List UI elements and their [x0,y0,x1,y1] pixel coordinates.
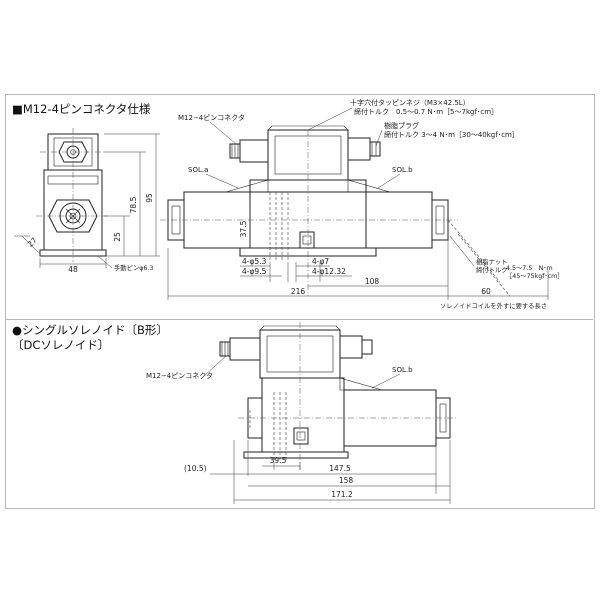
dim-4-phi-12-32: 4-φ12.32 [312,267,346,276]
dim-216: 216 [291,287,306,296]
label-sol-b-2: SOL.b [392,366,413,374]
dim-158: 158 [339,476,354,485]
label-connector: M12−4ピンコネクタ [178,113,245,122]
single-solenoid-view [219,322,458,470]
dim-10-5: (10.5) [184,464,207,473]
label-connector-2: M12−4ピンコネクタ [146,371,213,380]
label-sol-a: SOL.a [188,166,208,174]
dim-171-2: 171.2 [331,490,353,499]
section2-subtitle: 〔DCソレノイド〕 [12,338,109,352]
end-view-dimensions: 95 78.5 25 48 27 手動ピンφ6.3 [14,133,160,274]
label-nut-torque-nm: 4.5〜7.5 N･m [506,265,553,272]
dim-37-5: 37.5 [239,220,248,237]
dim-25: 25 [113,232,122,242]
dim-48: 48 [68,265,78,274]
single-solenoid-dimensions: 39.5 (10.5) 147.5 158 171.2 [184,440,451,504]
label-nut-name: 樹脂ナット [476,257,507,266]
dim-4-phi-7: 4-φ7 [312,257,329,266]
label-nut-torque: 締付トルク [476,265,507,274]
single-solenoid-labels: M12−4ピンコネクタ SOL.b [146,355,413,389]
front-view-dimensions: 37.5 4-φ5.3 4-φ9.5 4-φ7 4-φ12.32 108 216… [167,206,549,300]
dim-95: 95 [145,193,154,203]
label-manual-pin: 手動ピンφ6.3 [114,263,153,272]
end-view [36,128,108,262]
front-view-labels: M12−4ピンコネクタ 十字穴付タッピンネジ（M3×42.5L） 締付トルク 0… [178,98,564,310]
label-nut-torque-kgf: ［45〜75kgf･cm］ [506,272,564,280]
section1-title: ■M12-4ピンコネクタ仕様 [12,102,151,116]
front-view [160,125,511,297]
dim-4-phi-5-3: 4-φ5.3 [242,257,267,266]
dim-147-5: 147.5 [329,464,351,473]
dim-27: 27 [26,236,39,249]
section2-title: ●シングルソレノイド〔B形〕 [12,323,168,337]
dim-78-5: 78.5 [129,196,138,213]
label-plug-name: 樹脂プラグ [384,121,419,130]
label-coil-removal: ソレノイドコイルを外すに要する長さ [440,301,547,310]
label-plug-torque: 締付トルク 3〜4 N･m［30〜40kgf･cm］ [384,130,519,139]
dim-108: 108 [365,277,380,286]
dim-4-phi-9-5: 4-φ9.5 [242,267,267,276]
dim-39-5: 39.5 [270,456,287,465]
section-divider [5,319,593,320]
label-screw-name: 十字穴付タッピンネジ（M3×42.5L） [350,98,470,107]
label-screw-torque: 締付トルク 0.5〜0.7 N･m［5〜7kgf･cm］ [354,107,498,116]
label-sol-b: SOL.b [392,166,413,174]
dim-60: 60 [481,287,491,296]
